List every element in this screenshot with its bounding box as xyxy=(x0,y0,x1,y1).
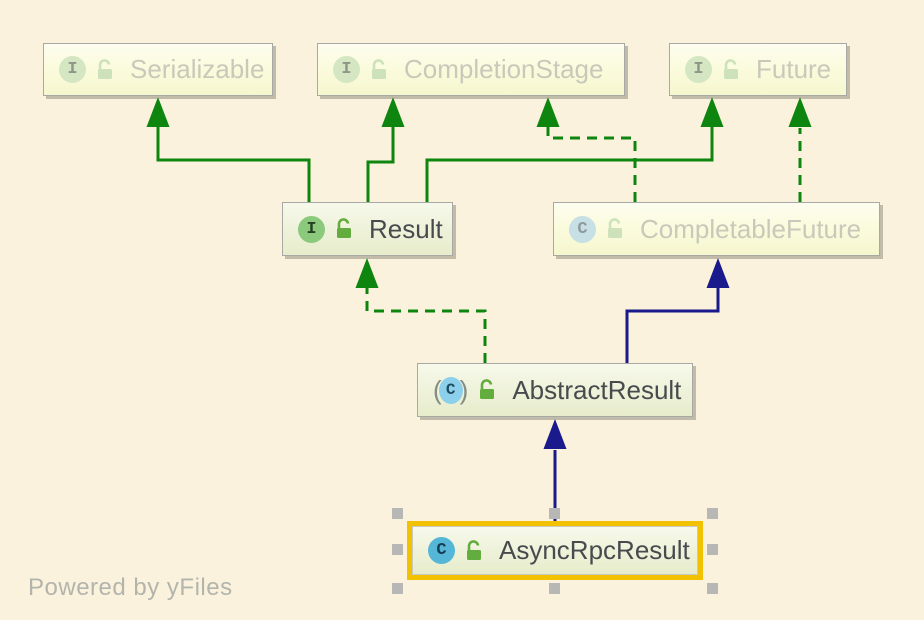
node-completablefuture[interactable]: C CompletableFuture xyxy=(553,202,880,256)
public-lock-icon xyxy=(98,58,112,79)
class-icon: C xyxy=(428,537,455,564)
edge-result-extends-future[interactable] xyxy=(425,97,724,203)
node-label: Serializable xyxy=(130,54,265,84)
selection-handle-top-right[interactable] xyxy=(707,508,718,519)
node-label: AbstractResult xyxy=(512,374,682,405)
selection-handle-bottom-right[interactable] xyxy=(707,583,718,594)
class-icon: C xyxy=(569,215,596,243)
node-label: CompletionStage xyxy=(404,54,604,84)
yfiles-watermark: Powered by yFiles xyxy=(28,574,233,601)
selection-handle-top-center[interactable] xyxy=(549,508,560,519)
selection-border: C AsyncRpcResult xyxy=(407,521,703,580)
public-lock-icon xyxy=(372,58,386,79)
edge-abstractresult-implements-result[interactable] xyxy=(355,258,487,363)
selection-handle-top-left[interactable] xyxy=(392,508,403,519)
node-label: Future xyxy=(756,54,832,84)
node-label: CompletableFuture xyxy=(640,213,862,244)
selection-handle-mid-right[interactable] xyxy=(707,544,718,555)
interface-icon: I xyxy=(333,56,360,83)
edge-completablefuture-implements-completionstage[interactable] xyxy=(536,97,637,202)
public-lock-icon xyxy=(608,218,622,238)
interface-icon: I xyxy=(685,56,712,83)
node-label: AsyncRpcResult xyxy=(499,535,690,565)
node-label: Result xyxy=(369,213,443,244)
edge-completablefuture-implements-future[interactable] xyxy=(788,97,812,202)
node-completionstage[interactable]: I CompletionStage xyxy=(317,43,625,96)
node-future[interactable]: I Future xyxy=(669,43,847,96)
node-serializable[interactable]: I Serializable xyxy=(43,43,273,96)
edge-asyncrpcresult-extends-abstractresult[interactable] xyxy=(543,419,567,521)
node-abstractresult[interactable]: ( C ) AbstractResult xyxy=(417,363,693,417)
edge-abstractresult-extends-completablefuture[interactable] xyxy=(625,258,730,363)
public-lock-icon xyxy=(480,379,495,399)
node-result[interactable]: I Result xyxy=(282,202,453,256)
node-asyncrpcresult[interactable]: C AsyncRpcResult xyxy=(412,526,698,575)
interface-icon: I xyxy=(298,215,325,243)
edge-result-extends-serializable[interactable] xyxy=(146,97,311,203)
edge-result-extends-completionstage[interactable] xyxy=(366,97,405,203)
abstract-class-icon: ( C ) xyxy=(433,374,469,405)
selection-handle-bottom-left[interactable] xyxy=(392,583,403,594)
public-lock-icon xyxy=(337,218,351,238)
public-lock-icon xyxy=(467,539,481,560)
selection-handle-mid-left[interactable] xyxy=(392,544,403,555)
selection-handle-bottom-center[interactable] xyxy=(549,583,560,594)
interface-icon: I xyxy=(59,56,86,83)
public-lock-icon xyxy=(724,58,738,79)
